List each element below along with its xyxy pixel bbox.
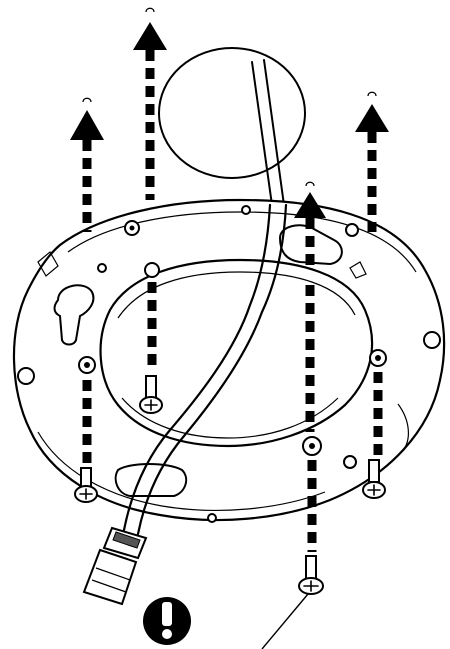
- screw-icon-1: [139, 375, 163, 414]
- arrow-up-icon-3: [355, 91, 389, 232]
- ceiling-hole: [158, 47, 306, 179]
- screw-icon-2: [74, 467, 98, 503]
- cable-upper: [251, 59, 285, 206]
- exclamation-icon: [143, 597, 191, 645]
- mounting-plate-icon: [12, 198, 446, 522]
- arrow-up-icon-1: [133, 7, 167, 200]
- screw-icon-4: [298, 555, 324, 595]
- screw-guides: [82, 282, 383, 552]
- arrow-up-icon-2: [70, 97, 104, 232]
- cable-icon: [122, 203, 288, 536]
- rj45-plug-icon: [82, 526, 148, 606]
- screw-icon-3: [362, 459, 386, 499]
- keyhole-slot-left: [53, 284, 95, 346]
- callout-leader-line: [261, 593, 309, 649]
- arrow-up-icon-4: [294, 181, 326, 272]
- plate-tabs: [17, 205, 441, 523]
